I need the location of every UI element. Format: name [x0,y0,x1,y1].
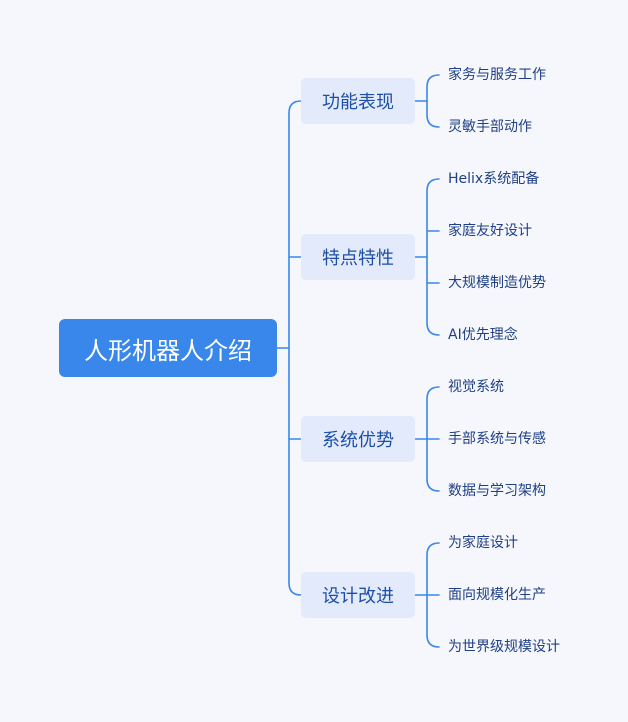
leaf-node[interactable]: 为世界级规模设计 [448,639,560,655]
branch-4-sub-trunk [426,542,440,648]
branch-node-label: 设计改进 [322,586,394,607]
leaf-node[interactable]: 数据与学习架构 [448,483,546,499]
branch-node-system-advantages[interactable]: 系统优势 [301,416,415,462]
leaf-node[interactable]: 视觉系统 [448,379,504,395]
leaf-node[interactable]: 手部系统与传感 [448,431,546,447]
branch-node-label: 功能表现 [322,92,394,113]
branch-2-sub-trunk [426,178,440,336]
leaf-node[interactable]: 大规模制造优势 [448,275,546,291]
leaf-node[interactable]: 家庭友好设计 [448,223,532,239]
root-node-label: 人形机器人介绍 [84,336,252,365]
root-node[interactable]: 人形机器人介绍 [59,319,277,377]
leaf-node[interactable]: 面向规模化生产 [448,587,546,603]
leaf-node[interactable]: 为家庭设计 [448,535,518,551]
leaf-node[interactable]: 家务与服务工作 [448,67,546,83]
leaf-node[interactable]: AI优先理念 [448,327,518,343]
main-trunk [288,100,302,596]
leaf-node[interactable]: Helix系统配备 [448,171,540,187]
branch-3-sub-trunk [426,386,440,492]
branch-node-features[interactable]: 特点特性 [301,234,415,280]
branch-node-label: 系统优势 [322,430,394,451]
branch-node-label: 特点特性 [322,248,394,269]
branch-node-design-improvements[interactable]: 设计改进 [301,572,415,618]
branch-1-sub-trunk [426,74,440,128]
leaf-node[interactable]: 灵敏手部动作 [448,119,532,135]
branch-node-functions[interactable]: 功能表现 [301,78,415,124]
